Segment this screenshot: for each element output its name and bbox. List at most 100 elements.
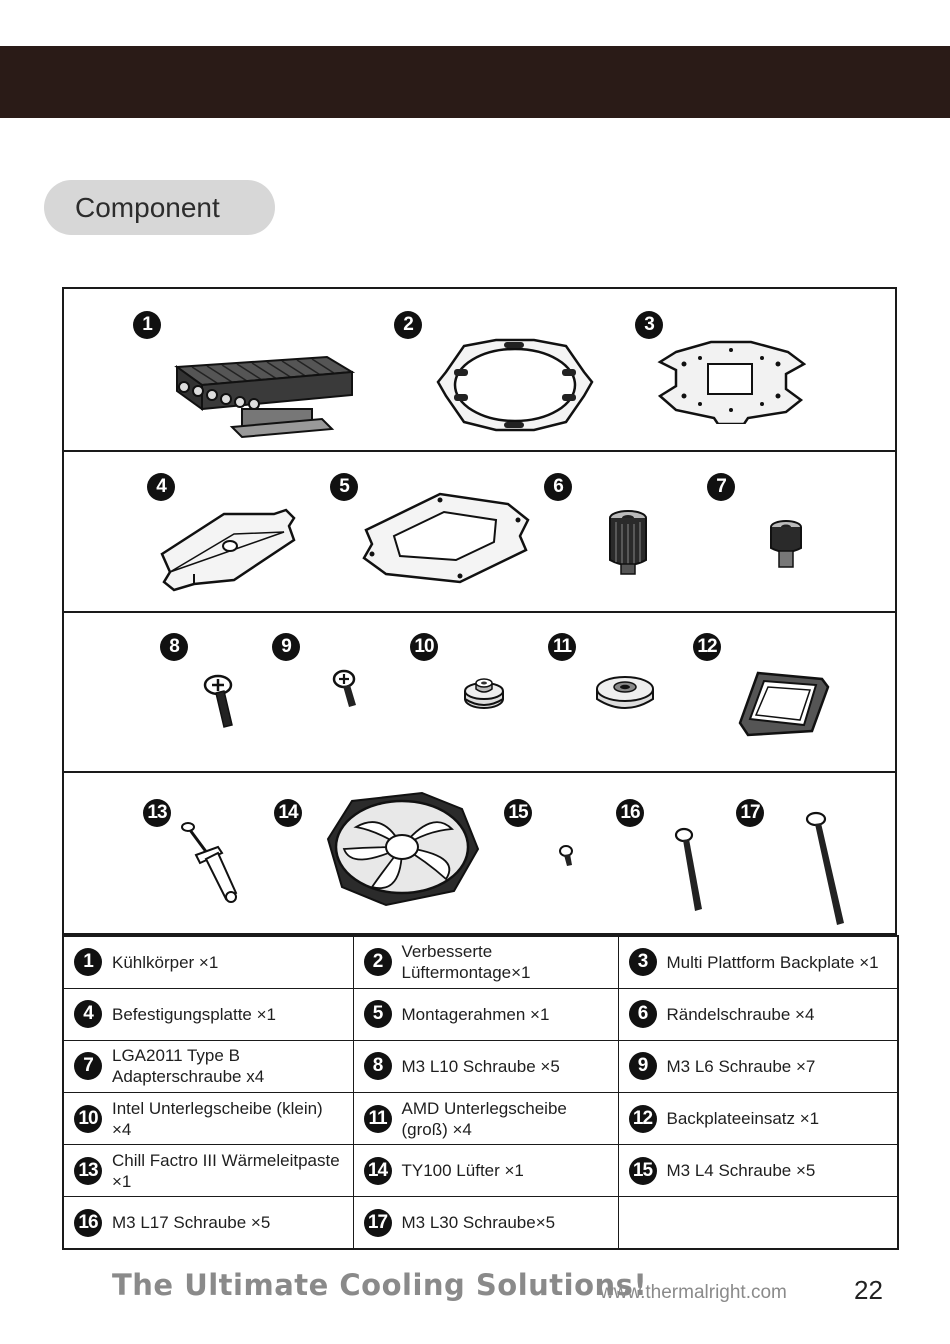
legend-cell: 5 Montagerahmen ×1	[352, 987, 619, 1041]
legend-text: LGA2011 Type B Adapterschraube x4	[112, 1046, 265, 1087]
legend-cell: 2 Verbesserte Lüftermontage×1	[352, 934, 619, 989]
legend-badge: 6	[628, 1000, 657, 1029]
heatsink-image	[174, 355, 356, 439]
legend-text: Chill Factro III Wärmeleitpaste ×1	[112, 1150, 340, 1191]
legend-text: Multi Plattform Backplate ×1	[666, 952, 879, 972]
legend-badge: 2	[363, 948, 392, 977]
figure-row-1: 1 2 3	[64, 289, 895, 452]
intel-washer-image	[464, 678, 504, 709]
legend-badge: 8	[363, 1052, 392, 1081]
legend-cell: 8 M3 L10 Schraube ×5	[352, 1039, 619, 1093]
legend-badge: 11	[363, 1104, 392, 1133]
fan-mount-image	[436, 338, 594, 432]
section-title: Component	[44, 180, 275, 235]
legend-cell: 15 M3 L4 Schraube ×5	[617, 1144, 898, 1198]
badge-6: 6	[544, 473, 572, 501]
legend-badge: 1	[74, 948, 102, 977]
legend-badge: 10	[74, 1104, 102, 1133]
badge-7: 7	[707, 473, 735, 501]
badge-16: 16	[616, 799, 644, 827]
legend-badge: 12	[628, 1104, 657, 1133]
m3-l30-screw-image	[805, 811, 844, 925]
legend-cell: 3 Multi Plattform Backplate ×1	[617, 934, 898, 989]
badge-14: 14	[274, 799, 302, 827]
m3-l6-screw-image	[332, 669, 356, 707]
legend-cell: 7 LGA2011 Type B Adapterschraube x4	[63, 1039, 354, 1093]
legend-cell: 4 Befestigungsplatte ×1	[63, 987, 354, 1041]
legend-cell: 1 Kühlkörper ×1	[63, 934, 354, 989]
legend-cell: 16 M3 L17 Schraube ×5	[63, 1196, 354, 1249]
amd-washer-image	[596, 676, 654, 709]
figure-row-3: 8 9 10 11 12	[64, 613, 895, 773]
legend-badge: 7	[74, 1052, 102, 1081]
legend-text: M3 L30 Schraube×5	[401, 1213, 556, 1233]
legend-badge: 9	[628, 1052, 657, 1081]
legend-text: Rändelschraube ×4	[666, 1004, 815, 1024]
legend-badge: 4	[74, 1000, 102, 1029]
legend-text: AMD Unterlegscheibe (groß) ×4	[401, 1098, 567, 1139]
footer-slogan: The Ultimate Cooling Solutions!	[112, 1268, 648, 1302]
badge-13: 13	[143, 799, 171, 827]
legend-badge: 5	[363, 1000, 392, 1029]
legend-row: 1 Kühlkörper ×1 2 Verbesserte Lüftermontag…	[63, 934, 898, 989]
header-bar	[0, 46, 950, 118]
legend-cell: 14 TY100 Lüfter ×1	[352, 1144, 619, 1198]
legend-badge: 14	[363, 1156, 392, 1185]
legend-row: 4 Befestigungsplatte ×1 5 Montagerahmen ×1…	[63, 987, 898, 1041]
ty100-fan-image	[326, 791, 480, 907]
mounting-frame-image	[362, 492, 530, 584]
legend-text: Verbesserte Lüftermontage×1	[401, 942, 531, 983]
component-legend-table: 1 Kühlkörper ×1 2 Verbesserte Lüftermontag…	[62, 934, 899, 1250]
legend-cell: 17 M3 L30 Schraube×5	[352, 1196, 619, 1249]
badge-4: 4	[147, 473, 175, 501]
legend-badge: 13	[74, 1156, 102, 1185]
legend-cell: 11 AMD Unterlegscheibe (groß) ×4	[352, 1091, 619, 1146]
badge-8: 8	[160, 633, 188, 661]
badge-15: 15	[504, 799, 532, 827]
page-number: 22	[854, 1275, 883, 1305]
backplate-image	[657, 340, 806, 424]
m3-l17-screw-image	[674, 827, 702, 911]
badge-1: 1	[133, 311, 161, 339]
legend-badge: 3	[628, 948, 657, 977]
footer-url: www.thermalright.com	[600, 1282, 787, 1303]
legend-row: 7 LGA2011 Type B Adapterschraube x4 8 M3 L…	[63, 1039, 898, 1093]
legend-row: 16 M3 L17 Schraube ×5 17 M3 L30 Schraube×5	[63, 1196, 898, 1249]
backplate-insert-image	[738, 671, 830, 737]
badge-5: 5	[330, 473, 358, 501]
badge-2: 2	[394, 311, 422, 339]
badge-12: 12	[693, 633, 721, 661]
thumb-screw-image	[609, 510, 647, 575]
thermal-paste-syringe-image	[181, 822, 238, 903]
legend-cell: 6 Rändelschraube ×4	[617, 987, 898, 1041]
legend-text: Montagerahmen ×1	[401, 1004, 550, 1024]
figure-row-4: 13 14 15 16 17	[64, 773, 895, 937]
legend-text: M3 L17 Schraube ×5	[112, 1213, 271, 1233]
badge-9: 9	[272, 633, 300, 661]
figure-row-2: 4 5 6 7	[64, 452, 895, 613]
legend-cell: 12 Backplateeinsatz ×1	[617, 1091, 898, 1146]
components-figure: 1 2 3	[62, 287, 897, 935]
m3-l10-screw-image	[203, 674, 233, 728]
legend-badge: 17	[363, 1208, 392, 1237]
badge-17: 17	[736, 799, 764, 827]
legend-badge: 15	[628, 1156, 657, 1185]
legend-badge: 16	[74, 1208, 102, 1237]
legend-row: 13 Chill Factro III Wärmeleitpaste ×1 14 T…	[63, 1144, 898, 1198]
legend-text: Kühlkörper ×1	[112, 952, 219, 972]
legend-text: Befestigungsplatte ×1	[112, 1004, 276, 1024]
legend-text: M3 L10 Schraube ×5	[401, 1056, 560, 1076]
legend-text: M3 L6 Schraube ×7	[666, 1056, 816, 1076]
legend-text: TY100 Lüfter ×1	[401, 1161, 524, 1181]
legend-text: Backplateeinsatz ×1	[666, 1109, 820, 1129]
legend-cell-empty	[617, 1196, 898, 1249]
legend-text: Intel Unterlegscheibe (klein) ×4	[112, 1098, 323, 1139]
legend-text: M3 L4 Schraube ×5	[666, 1161, 816, 1181]
badge-10: 10	[410, 633, 438, 661]
legend-cell: 13 Chill Factro III Wärmeleitpaste ×1	[63, 1144, 354, 1198]
legend-cell: 9 M3 L6 Schraube ×7	[617, 1039, 898, 1093]
badge-11: 11	[548, 633, 576, 661]
legend-cell: 10 Intel Unterlegscheibe (klein) ×4	[63, 1091, 354, 1146]
badge-3: 3	[635, 311, 663, 339]
m3-l4-screw-image	[559, 845, 573, 866]
